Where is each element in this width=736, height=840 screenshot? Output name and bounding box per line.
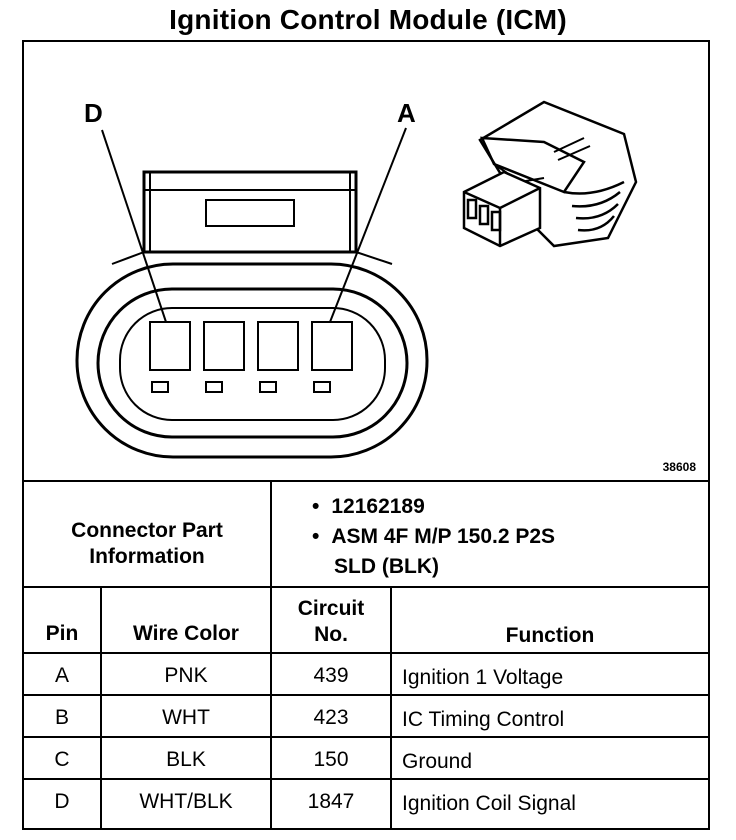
pin-cavity-a xyxy=(311,321,353,371)
divider-header xyxy=(24,652,708,654)
part-description: ASM 4F M/P 150.2 P2S xyxy=(312,522,555,552)
pin-label-a: A xyxy=(397,98,416,128)
latch-window xyxy=(205,199,295,227)
connector-frame: D A 38608 Connector Part Information 121… xyxy=(22,40,710,830)
leader-line-a xyxy=(329,127,407,323)
header-circuit: Circuit No. xyxy=(297,597,365,646)
connector-isometric-view xyxy=(462,100,638,248)
divider-connector-info xyxy=(24,586,708,588)
divider-row-a xyxy=(24,694,708,696)
divider-row-c xyxy=(24,778,708,780)
page-title: Ignition Control Module (ICM) xyxy=(169,4,567,35)
connector-info-details: 12162189 ASM 4F M/P 150.2 P2S SLD (BLK) xyxy=(312,492,555,582)
divider-pin-col xyxy=(100,586,102,830)
figure-id: 38608 xyxy=(662,460,696,474)
pin-cavity-c xyxy=(203,321,245,371)
connector-info-label: Connector Part Information xyxy=(71,519,223,568)
pin-label-d: D xyxy=(84,98,103,128)
divider-wire-col xyxy=(270,586,272,830)
leader-line-d xyxy=(101,129,167,323)
header-function: Function xyxy=(505,624,595,647)
divider-diagram xyxy=(24,480,708,482)
connector-outer-housing xyxy=(75,262,429,459)
part-number: 12162189 xyxy=(312,492,555,522)
connector-latch xyxy=(142,170,358,254)
pin-cavity-d xyxy=(149,321,191,371)
connector-inner-ring xyxy=(96,287,409,439)
divider-connector-col xyxy=(270,480,272,588)
pin-cavity-b xyxy=(257,321,299,371)
divider-circuit-col xyxy=(390,586,392,830)
connector-cavity xyxy=(119,307,386,421)
header-pin: Pin xyxy=(45,622,79,645)
divider-row-b xyxy=(24,736,708,738)
header-wire-color: Wire Color xyxy=(133,622,239,645)
connector-diagram: D A xyxy=(75,98,638,459)
